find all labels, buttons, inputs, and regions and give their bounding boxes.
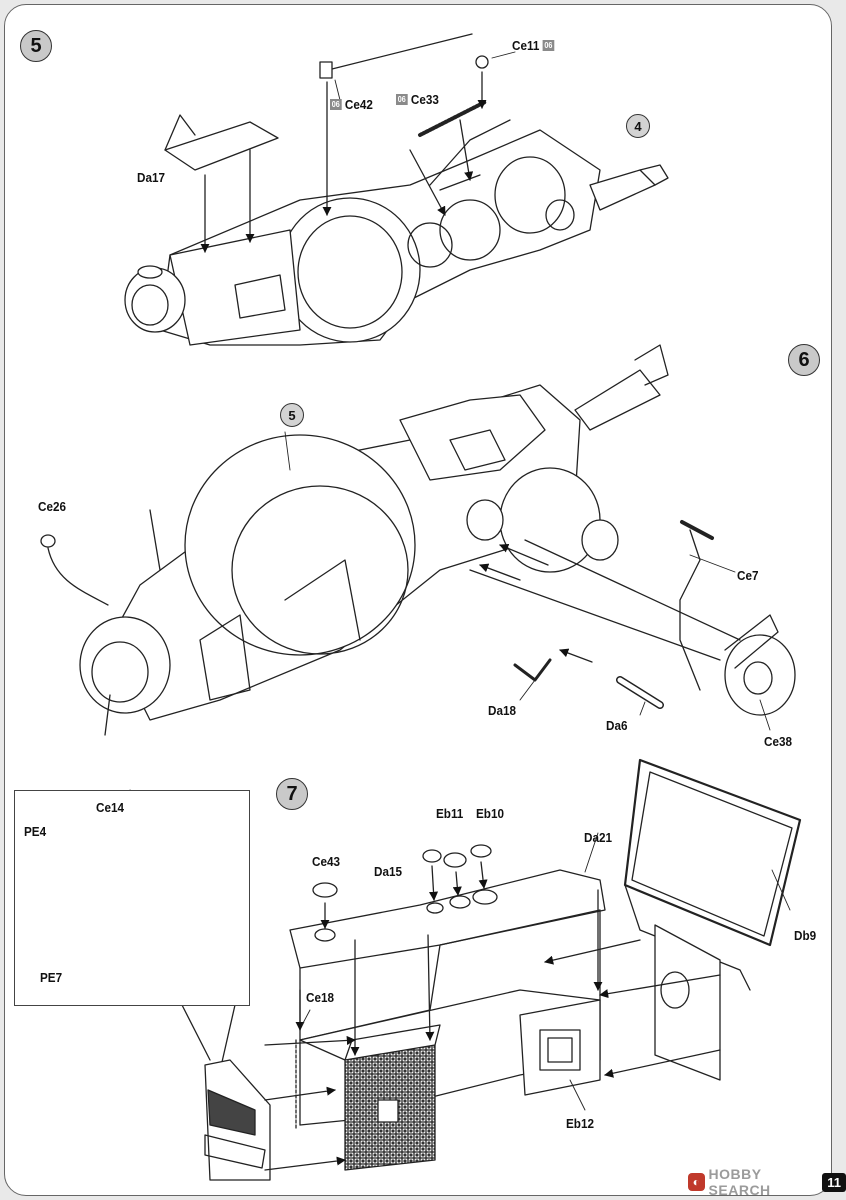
page-number: 11 (822, 1172, 846, 1192)
step-5-number: 5 (20, 30, 52, 62)
ce11-text: Ce11 (512, 38, 540, 53)
ce33-tag: 06 (396, 94, 408, 105)
step-7-number: 7 (276, 778, 308, 810)
label-ce26: Ce26 (38, 499, 66, 514)
label-db9: Db9 (794, 928, 817, 943)
label-eb10: Eb10 (476, 806, 504, 821)
step6-drawing (40, 344, 796, 736)
ref-step-5: 5 (280, 403, 304, 427)
label-eb12: Eb12 (566, 1116, 594, 1131)
label-da15: Da15 (374, 864, 402, 879)
ref-step-4: 4 (626, 114, 650, 138)
label-da17: Da17 (137, 170, 165, 185)
label-ce18: Ce18 (306, 990, 334, 1005)
label-da21: Da21 (584, 830, 612, 845)
front-plate-callout (14, 790, 250, 1006)
label-ce7: Ce7 (737, 568, 759, 583)
step-6-number: 6 (788, 344, 820, 376)
label-ce42: 06 Ce42 (330, 97, 373, 112)
ce42-tag: 06 (330, 99, 342, 110)
label-eb11: Eb11 (436, 806, 464, 821)
label-pe7: PE7 (40, 970, 63, 985)
ce42-text: Ce42 (344, 97, 373, 112)
label-pe4: PE4 (24, 824, 47, 839)
label-da6: Da6 (606, 718, 628, 733)
step7-drawing (181, 758, 802, 1181)
label-ce33: 06 Ce33 (396, 92, 439, 107)
watermark: ◐ HOBBY SEARCH 11 (688, 1166, 846, 1198)
label-ce38: Ce38 (764, 734, 792, 749)
ce33-text: Ce33 (410, 92, 439, 107)
leader-lines (129, 51, 791, 1111)
label-ce11: Ce11 06 (512, 38, 555, 53)
label-ce43: Ce43 (312, 854, 340, 869)
label-ce14: Ce14 (96, 800, 124, 815)
label-da18: Da18 (488, 703, 516, 718)
watermark-brand: HOBBY SEARCH (708, 1166, 771, 1198)
step5-drawing (124, 33, 669, 346)
ce11-tag: 06 (542, 40, 555, 51)
hobby-search-logo-icon: ◐ (688, 1173, 705, 1191)
